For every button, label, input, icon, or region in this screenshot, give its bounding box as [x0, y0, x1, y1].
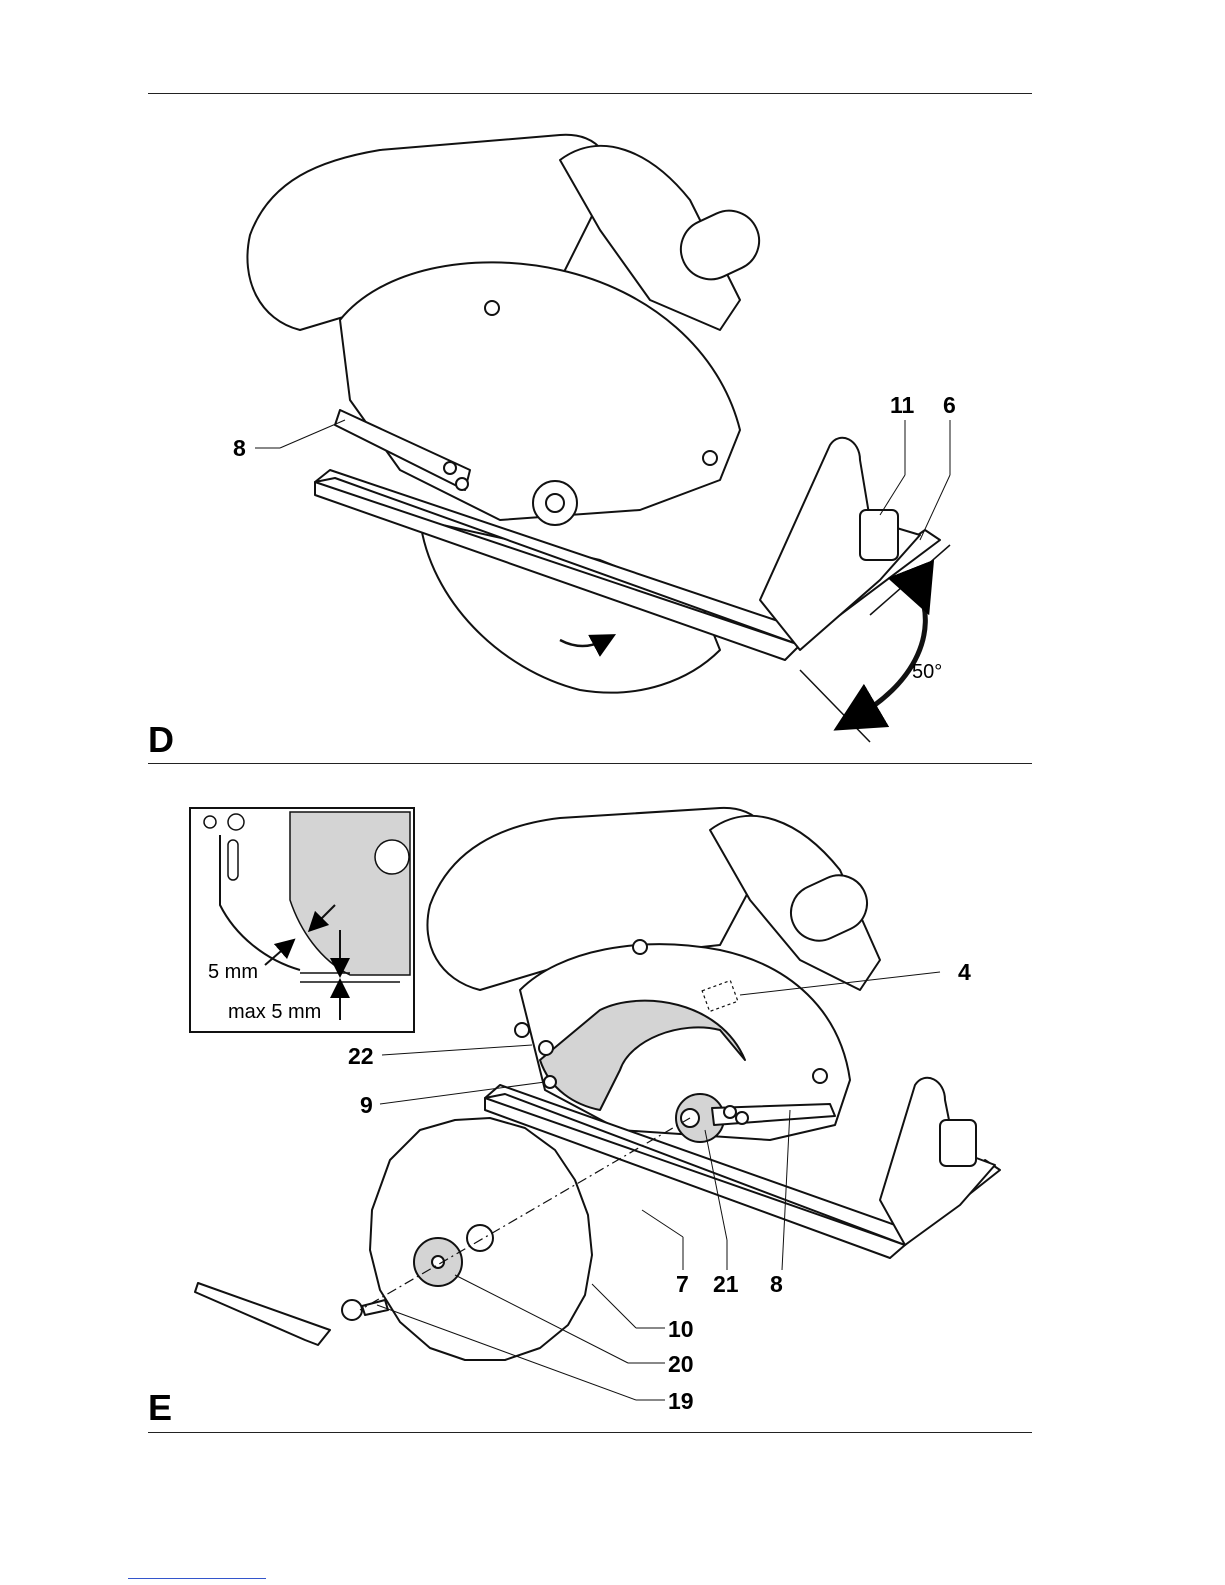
callout-d-11: 11 — [890, 392, 915, 418]
bevel-knob-e — [940, 1120, 976, 1166]
callout-d-8: 8 — [233, 435, 246, 461]
callout-e-7: 7 — [676, 1271, 689, 1297]
front-shoe-e — [880, 1078, 995, 1245]
angle-arc — [855, 592, 925, 718]
callout-e-20: 20 — [668, 1351, 694, 1377]
inset-gap-label: 5 mm — [208, 961, 258, 983]
blade-screw-head — [342, 1300, 362, 1320]
inset-detail — [190, 808, 414, 1032]
bevel-knob — [860, 510, 898, 560]
spindle-inner — [546, 494, 564, 512]
callout-e-22: 22 — [348, 1043, 374, 1069]
figure-d-saw — [247, 135, 940, 693]
angle-label: 50° — [912, 661, 942, 683]
callout-e-4: 4 — [958, 959, 971, 985]
callout-e-19: 19 — [668, 1388, 694, 1414]
callout-e-8: 8 — [770, 1271, 783, 1297]
callout-e-21: 21 — [713, 1271, 739, 1297]
inset-max-label: max 5 mm — [228, 1001, 321, 1023]
callout-e-10: 10 — [668, 1316, 694, 1342]
callout-d-6: 6 — [943, 392, 956, 418]
hex-key — [195, 1283, 330, 1345]
callout-e-9: 9 — [360, 1092, 373, 1118]
page-bottom-mark — [128, 1578, 266, 1579]
